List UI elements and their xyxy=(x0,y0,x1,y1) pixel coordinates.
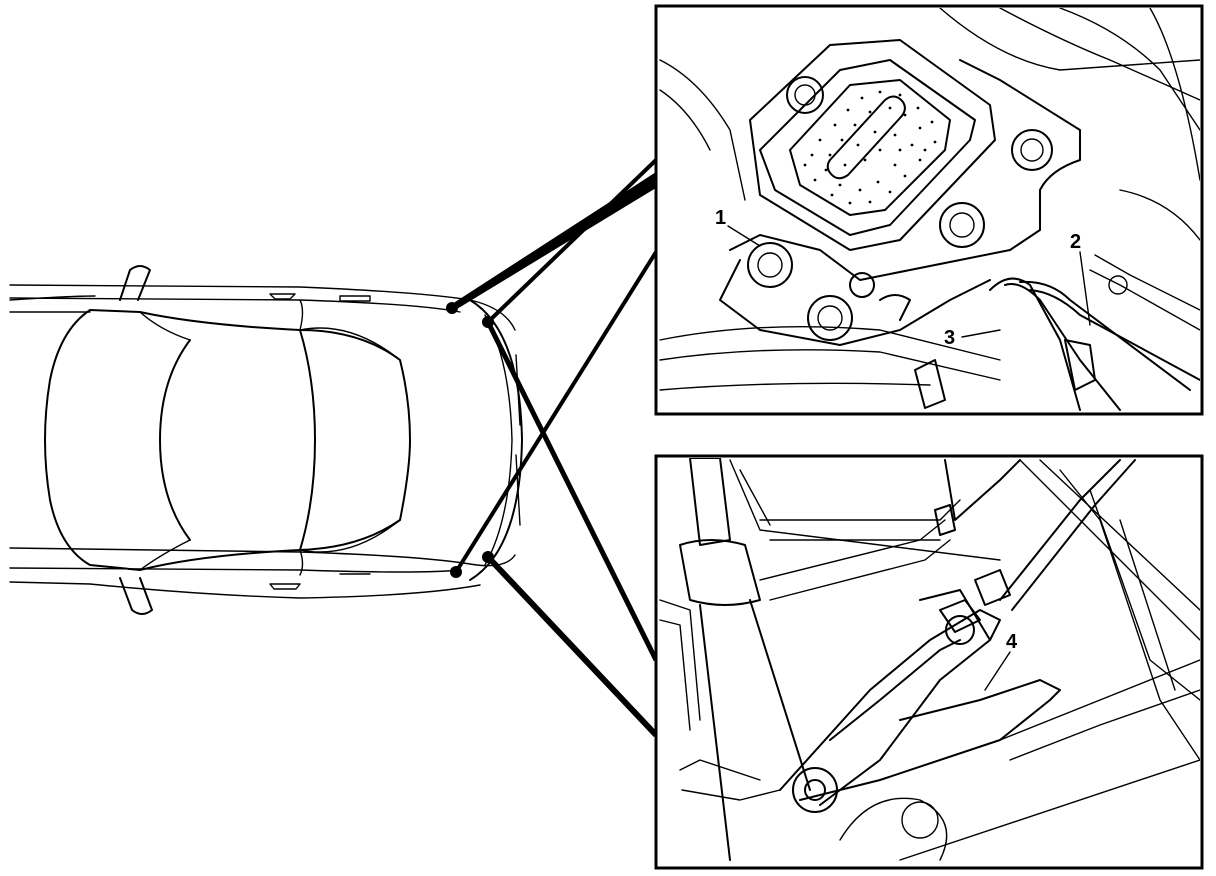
car-top-view xyxy=(9,265,523,615)
callout-1: 1 xyxy=(715,207,726,229)
callout-2: 2 xyxy=(1070,231,1081,253)
callout-4: 4 xyxy=(1006,631,1018,653)
pad-stipple xyxy=(803,90,937,205)
leader-lines xyxy=(452,158,659,738)
callout-3: 3 xyxy=(944,327,955,349)
detail-panel-top: 1 2 3 xyxy=(654,4,1204,416)
detail-panel-bottom: 4 xyxy=(654,454,1204,870)
